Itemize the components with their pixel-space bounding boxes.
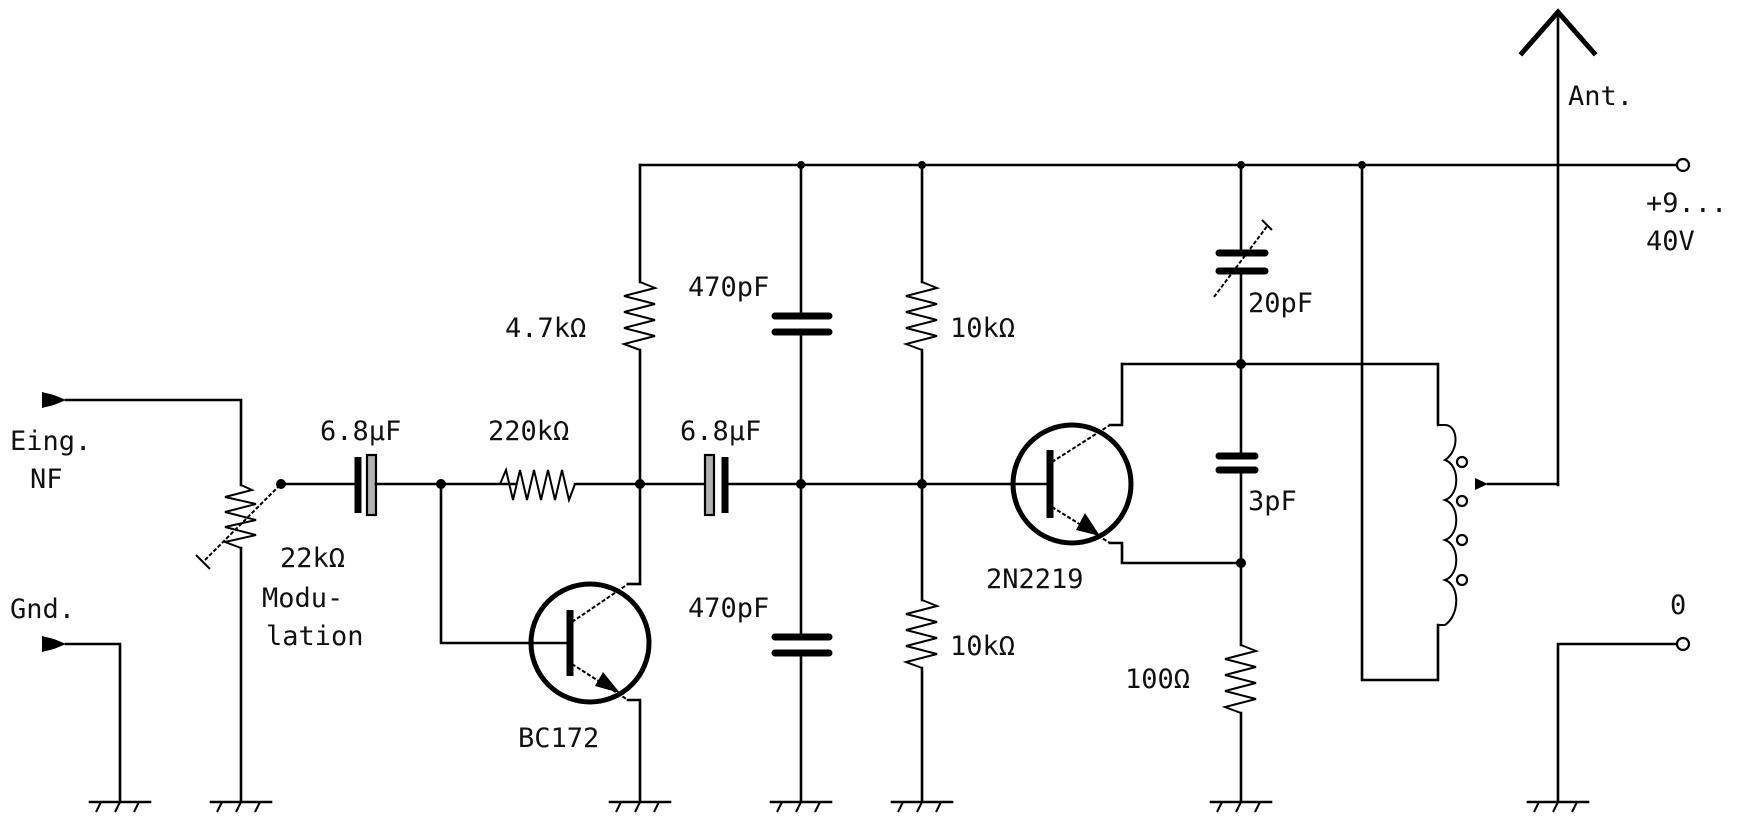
pot-name-label-2: lation (266, 621, 364, 652)
t1-label: BC172 (518, 723, 599, 754)
collector-wire (1120, 362, 1440, 427)
c3-value-label: 470pF (688, 272, 769, 303)
supply-rail (638, 157, 1691, 284)
zero-label: 0 (1670, 590, 1686, 621)
resistor-r1-icon (499, 466, 642, 504)
ground-label: Gnd. (10, 594, 75, 625)
ground-icon (209, 800, 273, 813)
c5-value-label: 20pF (1248, 288, 1313, 319)
capacitor-c1-icon (279, 453, 518, 517)
input-label-2: NF (30, 464, 63, 495)
antenna-icon (1518, 8, 1598, 487)
ground-icon (890, 800, 954, 813)
ground-icon (1526, 800, 1590, 813)
t2-label: 2N2219 (986, 564, 1084, 595)
pot-name-label: Modu- (262, 583, 343, 614)
r2-value-label: 4.7kΩ (505, 313, 586, 344)
input-terminal (42, 392, 243, 487)
supply-terminal (1675, 157, 1691, 173)
capacitor-c6-icon (1215, 362, 1259, 647)
base-wire-t1 (439, 482, 535, 645)
transistor-t2-icon (1008, 362, 1243, 565)
resistor-r4-icon (902, 599, 941, 802)
inductor-icon (1438, 424, 1560, 626)
input-label: Eing. (10, 426, 91, 457)
c2-value-label: 6.8µF (680, 416, 761, 447)
supply-voltage-label-2: 40V (1646, 226, 1695, 257)
r5-value-label: 100Ω (1125, 664, 1190, 695)
c4-value-label: 470pF (688, 593, 769, 624)
supply-voltage-label: +9... (1646, 188, 1727, 219)
c1-value-label: 6.8µF (320, 416, 401, 447)
r1-value-label: 220kΩ (488, 416, 569, 447)
r4-value-label: 10kΩ (950, 631, 1015, 662)
pot-value-label: 22kΩ (280, 543, 345, 574)
resistor-r2-icon (620, 281, 659, 586)
trimmer-capacitor-icon (1213, 163, 1273, 366)
output-zero-terminal (1556, 636, 1691, 802)
resistor-r3-icon (902, 163, 941, 602)
ground-terminal (42, 636, 122, 802)
transistor-t1-icon (528, 581, 652, 802)
ground-icon (1209, 800, 1273, 813)
ground-icon (88, 800, 152, 813)
ground-symbols (88, 800, 1590, 813)
coil-return-wire (1360, 163, 1440, 682)
capacitor-c4-icon (771, 633, 833, 802)
antenna-label: Ant. (1568, 81, 1633, 112)
ground-icon (769, 800, 833, 813)
r3-value-label: 10kΩ (950, 313, 1015, 344)
capacitor-c3-icon (771, 163, 833, 639)
capacitor-c2-icon (638, 453, 1012, 517)
ground-icon (608, 800, 672, 813)
c6-value-label: 3pF (1248, 486, 1297, 517)
resistor-r5-icon (1221, 644, 1260, 802)
